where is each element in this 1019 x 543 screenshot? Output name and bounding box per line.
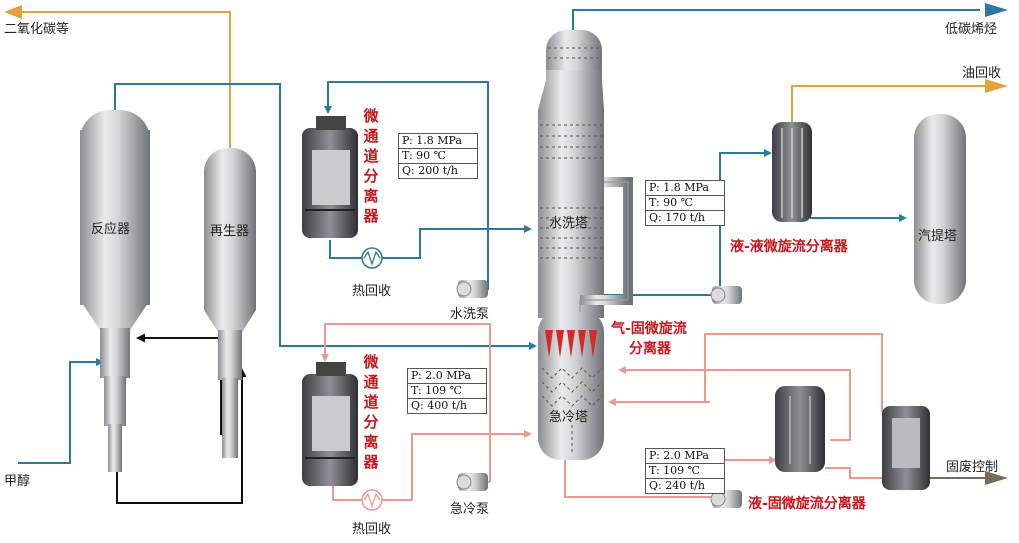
param-flow: Q: 200 t/h — [402, 164, 458, 177]
reactor-label: 反应器 — [91, 222, 131, 237]
reactor-vessel — [80, 110, 150, 472]
regenerator-label: 再生器 — [210, 224, 250, 239]
co2-outlet-arrow — [4, 5, 22, 19]
param-pressure: P: 1.8 MPa — [646, 181, 724, 196]
regenerator-vessel — [204, 148, 256, 458]
param-flow: Q: 170 t/h — [649, 211, 705, 224]
micro-channel-separator-1-equipment — [302, 116, 358, 238]
gas-solid-separator-label-1: 气-固微旋流 — [611, 321, 687, 337]
water-wash-tower-label: 水洗塔 — [549, 216, 589, 231]
micro-channel-separator-2-label: 微通道分离器 — [363, 353, 379, 471]
param-box-quench-separator: P: 2.0 MPa T: 109 ℃ Q: 400 t/h — [407, 368, 487, 414]
tower-internals — [540, 47, 603, 452]
main-tower — [538, 30, 633, 460]
param-pressure: P: 2.0 MPa — [408, 369, 486, 384]
heat-recovery-2-label: 热回收 — [352, 522, 392, 537]
param-box-liquid-liquid-separator: P: 1.8 MPa T: 90 ℃ Q: 170 t/h — [645, 180, 725, 226]
water-wash-pump-equipment — [456, 280, 488, 298]
gas-solid-separator-label-2: 分离器 — [629, 341, 671, 357]
co2-outlet-line — [22, 11, 231, 148]
param-flow: Q: 240 t/h — [649, 479, 705, 492]
solid-waste-unit-equipment — [882, 406, 930, 490]
liquid-solid-separator-equipment — [775, 386, 825, 472]
solid-waste-control-label: 固废控制 — [946, 460, 999, 475]
quench-tower-label: 急冷塔 — [549, 410, 589, 425]
param-temperature: T: 90 ℃ — [399, 149, 477, 164]
param-box-liquid-solid-separator: P: 2.0 MPa T: 109 ℃ Q: 240 t/h — [645, 448, 725, 494]
param-pressure: P: 1.8 MPa — [399, 134, 477, 149]
param-temperature: T: 90 ℃ — [646, 196, 724, 211]
param-flow: Q: 400 t/h — [411, 399, 467, 412]
heat-recovery-1-label: 热回收 — [352, 284, 392, 299]
oil-recovery-line — [791, 85, 985, 122]
micro-channel-separator-2-equipment — [302, 362, 358, 486]
liquid-liquid-separator-label: 液-液微旋流分离器 — [730, 239, 848, 255]
methanol-label: 甲醇 — [4, 474, 31, 489]
co2-label: 二氧化碳等 — [4, 22, 70, 37]
heat-exchanger-1 — [361, 247, 383, 269]
stripper-vessel — [914, 114, 966, 304]
water-wash-pump-label: 水洗泵 — [450, 307, 490, 322]
param-temperature: T: 109 ℃ — [646, 464, 724, 479]
param-temperature: T: 109 ℃ — [408, 384, 486, 399]
stripper-label: 汽提塔 — [918, 229, 958, 244]
micro-channel-separator-1-label: 微通道分离器 — [363, 107, 379, 225]
quench-pump-equipment — [456, 473, 488, 491]
quench-pump-label: 急冷泵 — [450, 502, 490, 517]
low-carbon-olefins-label: 低碳烯烃 — [945, 22, 998, 37]
param-pressure: P: 2.0 MPa — [646, 449, 724, 464]
gas-solid-cyclones — [545, 330, 597, 358]
pump-3-equipment — [710, 286, 742, 304]
liquid-solid-separator-label: 液-固微旋流分离器 — [748, 496, 866, 512]
solid-waste-arrow — [985, 471, 1008, 485]
liquid-liquid-separator-equipment — [772, 122, 812, 222]
low-olefins-arrow — [985, 3, 1008, 17]
param-box-water-wash-separator: P: 1.8 MPa T: 90 ℃ Q: 200 t/h — [398, 133, 478, 179]
oil-recovery-arrow — [985, 79, 1008, 93]
oil-recovery-label: 油回收 — [962, 66, 1002, 81]
heat-exchanger-2 — [361, 489, 383, 511]
pump-4-equipment — [710, 490, 742, 508]
